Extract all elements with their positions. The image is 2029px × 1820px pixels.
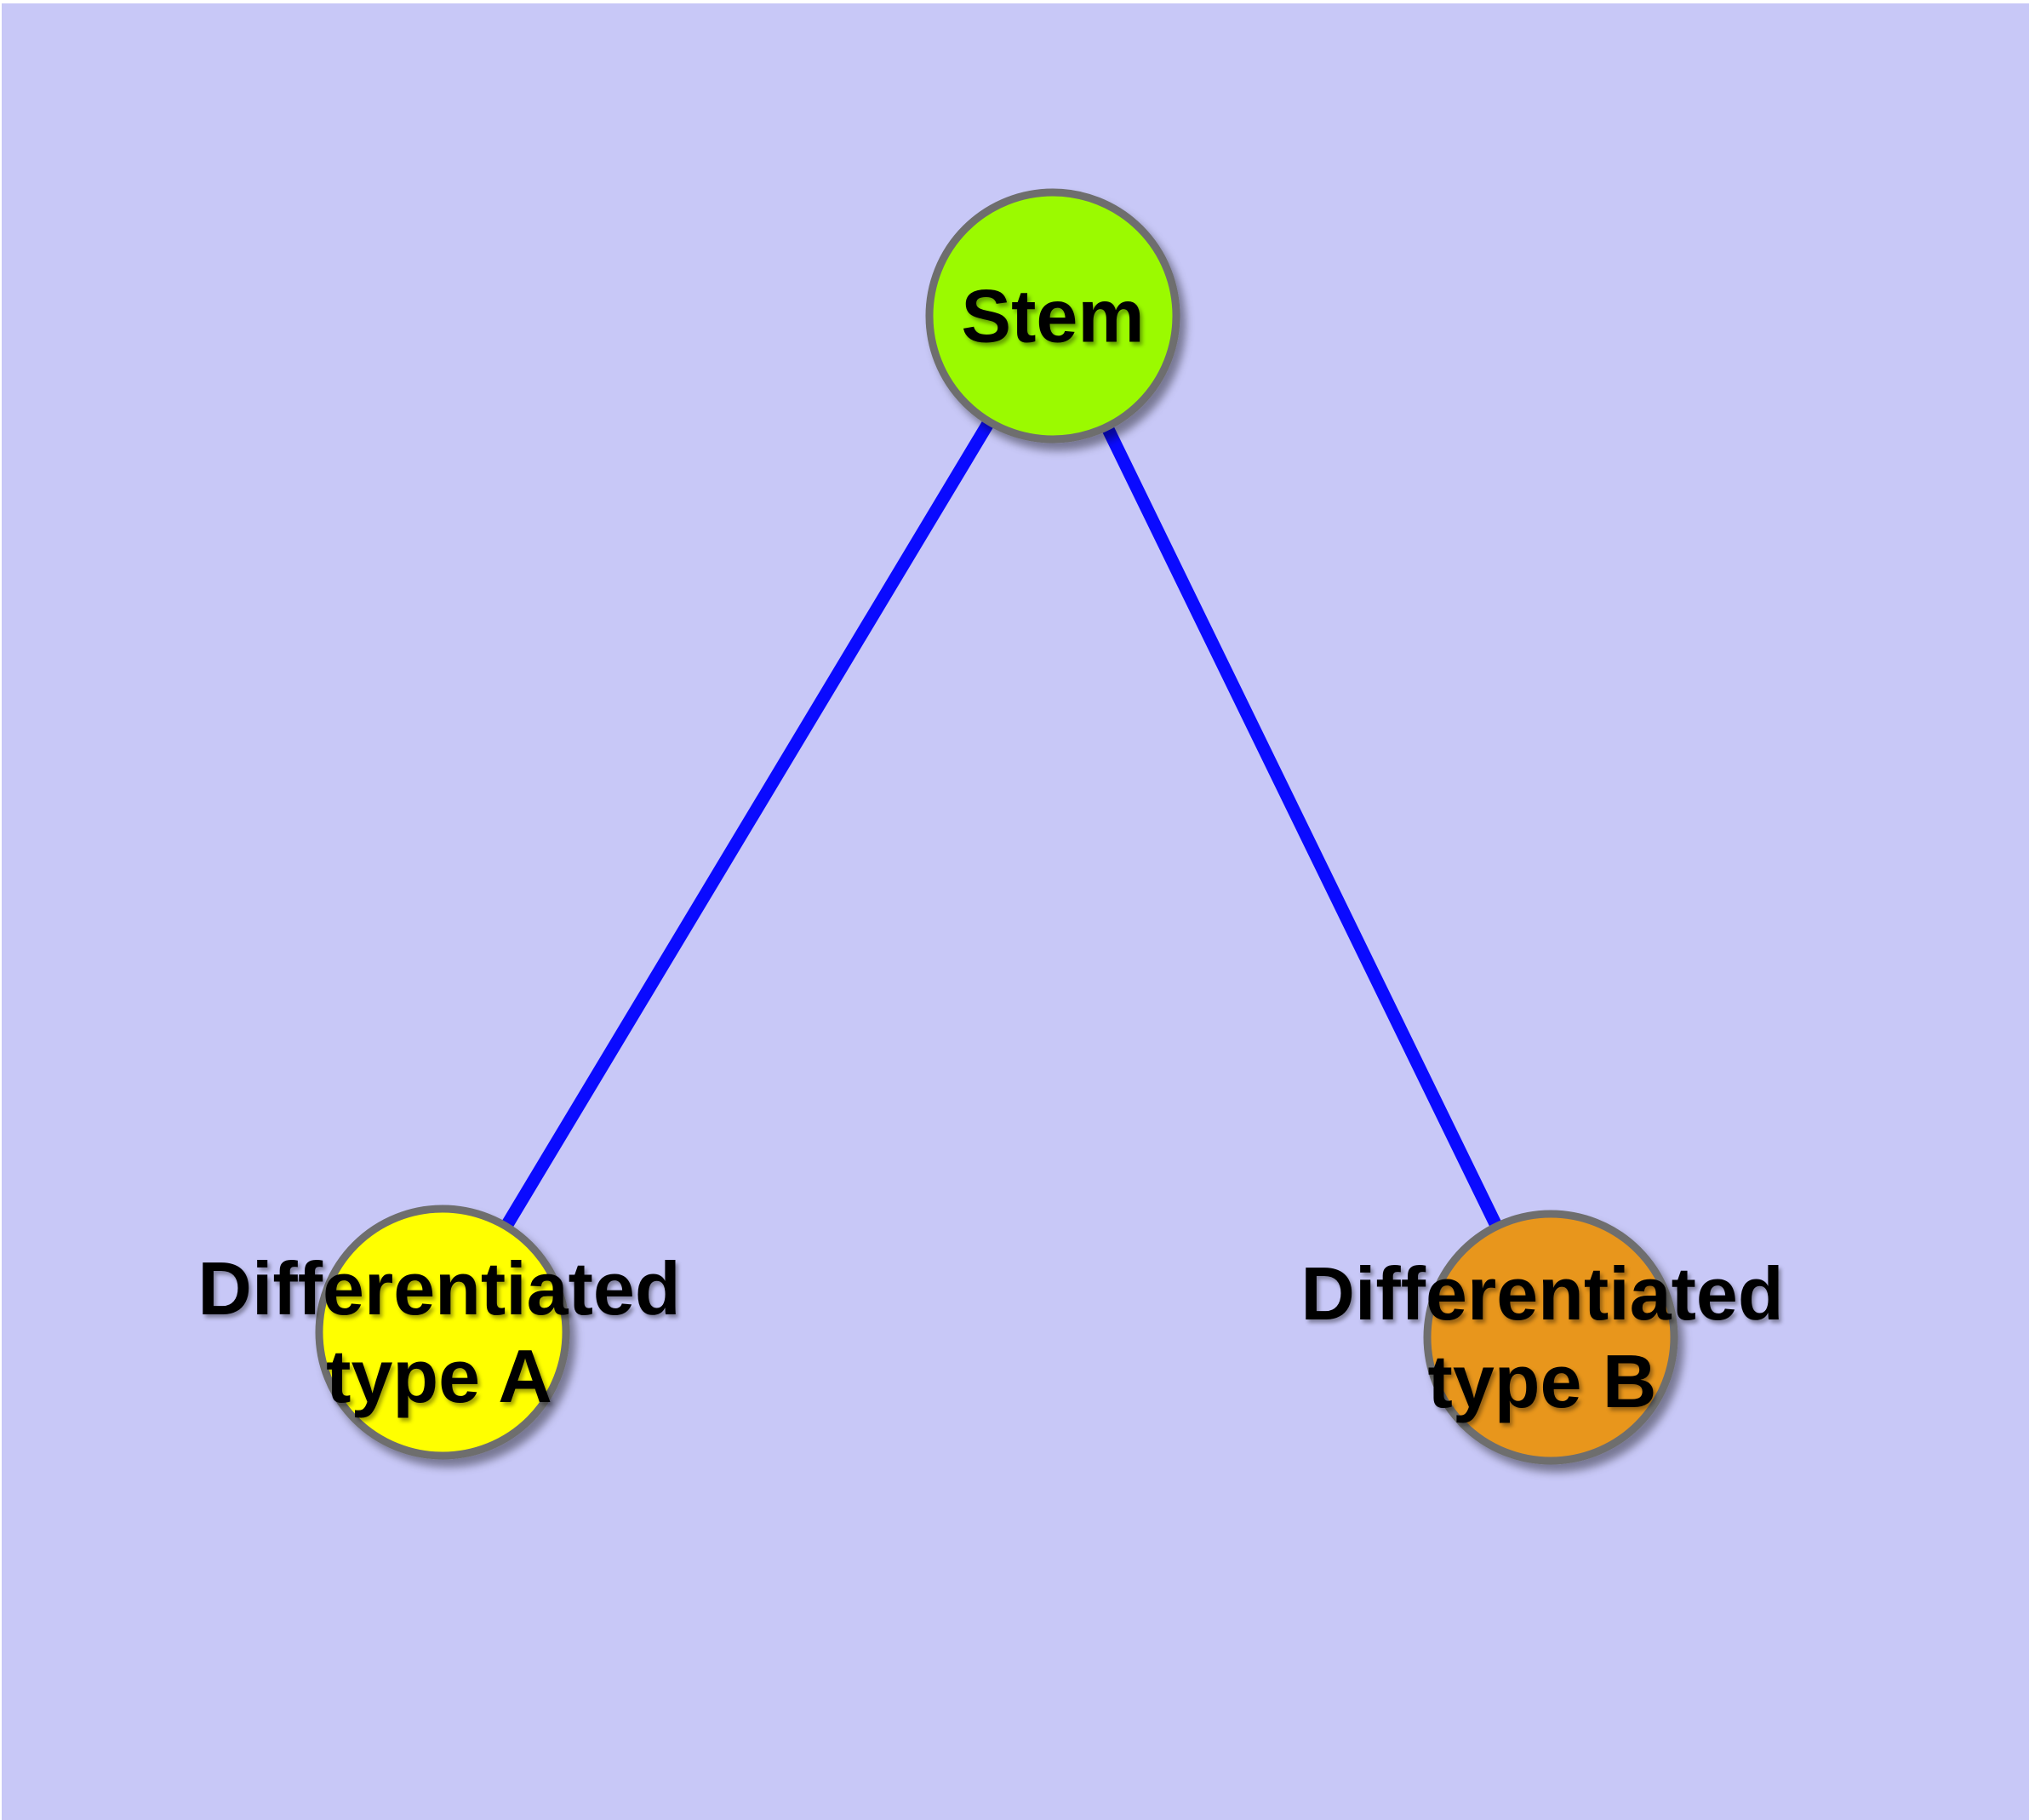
edge-stem-to-type-a	[437, 312, 1059, 1336]
differentiated-type-b-node-circle	[1423, 1210, 1678, 1465]
differentiated-type-a-node-circle	[315, 1205, 570, 1460]
edge-stem-to-type-b	[1047, 312, 1557, 1341]
stem-node-circle	[925, 188, 1180, 444]
